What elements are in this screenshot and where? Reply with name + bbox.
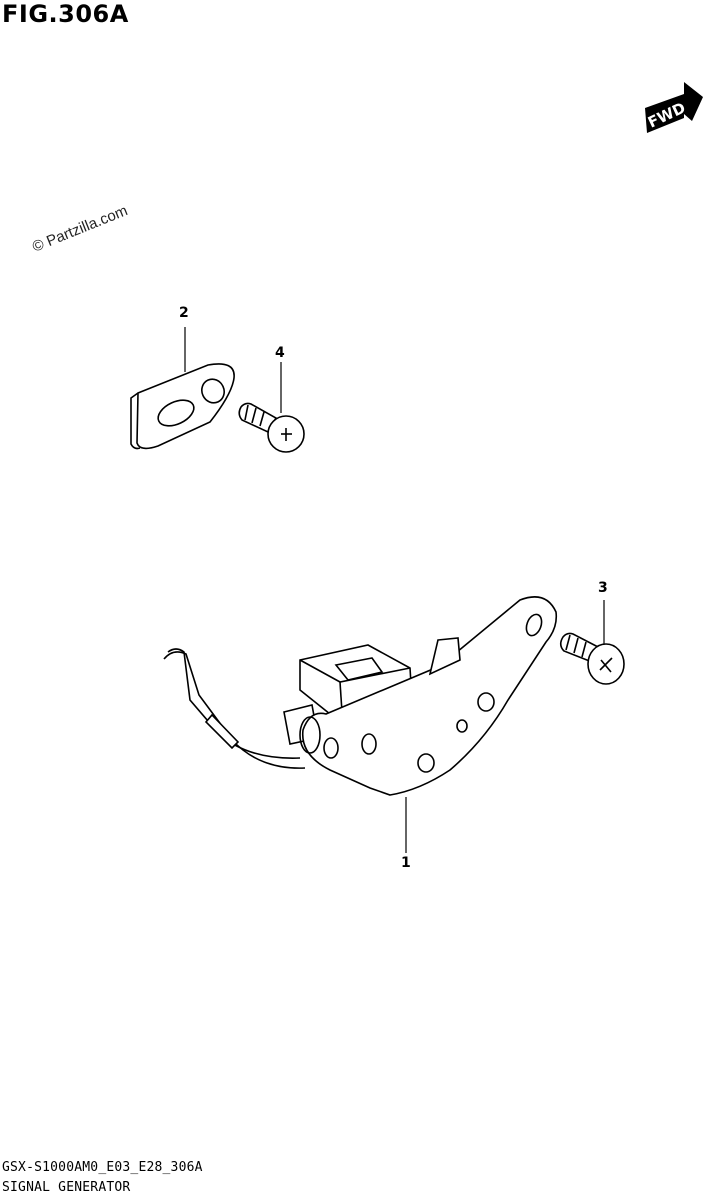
- diagram-code: GSX-S1000AM0_E03_E28_306A: [2, 1160, 203, 1175]
- diagram-name: SIGNAL GENERATOR: [2, 1180, 131, 1195]
- callout-3: 3: [598, 580, 608, 596]
- callout-2: 2: [179, 305, 189, 321]
- screw-part-4: [238, 362, 305, 453]
- fwd-arrow-icon: FWD: [645, 82, 703, 133]
- screw-part-3: [559, 600, 625, 685]
- figure-title: FIG.306A: [2, 0, 129, 28]
- callout-1: 1: [401, 855, 411, 871]
- signal-generator-part-1: [163, 596, 558, 853]
- plate-part-2: [130, 327, 235, 450]
- callout-4: 4: [275, 345, 285, 361]
